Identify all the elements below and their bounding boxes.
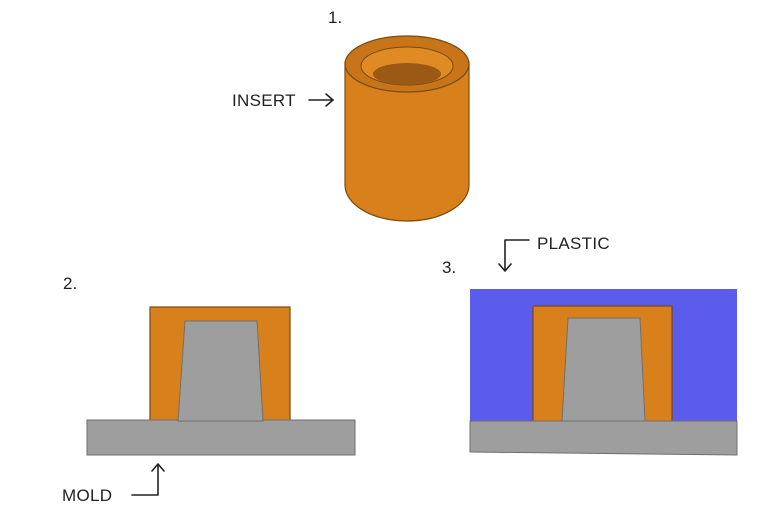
- insert-cylinder-hole: [373, 63, 441, 85]
- mold-assembly: [86, 306, 356, 456]
- insert-label: INSERT: [232, 91, 296, 110]
- arrow-up-icon: [131, 463, 165, 496]
- overmold-core: [561, 317, 646, 422]
- step-3-number: 3.: [442, 258, 456, 277]
- mold-core: [177, 320, 264, 422]
- overmold-base: [469, 420, 738, 456]
- step-1-number: 1.: [328, 8, 342, 27]
- step-2-number: 2.: [63, 274, 77, 293]
- insert-cylinder: [344, 35, 470, 222]
- plastic-label: PLASTIC: [537, 234, 610, 253]
- mold-base: [86, 419, 356, 456]
- arrow-down-icon: [498, 239, 530, 272]
- insert-cylinder-body: [344, 61, 470, 222]
- arrow-right-icon: [308, 93, 334, 107]
- mold-label: MOLD: [62, 486, 112, 505]
- overmold-assembly: [469, 289, 738, 456]
